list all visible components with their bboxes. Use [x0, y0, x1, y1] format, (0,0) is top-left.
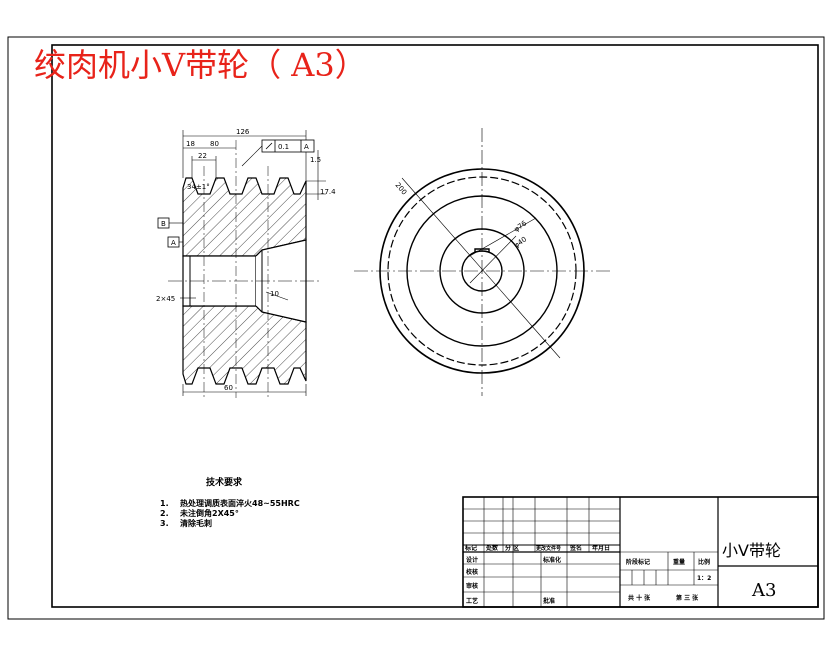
dim-pitch-80: 80 — [210, 140, 219, 148]
dim-pitch-18: 18 — [186, 140, 195, 148]
datum-markers: B A — [157, 217, 183, 248]
dim-outer-dia: 200 — [393, 181, 408, 196]
tb-row-design: 设计 — [466, 556, 478, 564]
dim-chamfer: 2×45 — [156, 295, 175, 303]
dim-groove-top: 1.5 — [310, 156, 321, 164]
note-1-text: 热处理调质表面淬火48~55HRC — [180, 498, 300, 508]
tb-label-date: 年月日 — [592, 544, 610, 552]
dim-mid-dia: φ76 — [513, 219, 529, 234]
tb-label-change-doc: 更改文件号 — [536, 545, 561, 552]
title-block — [462, 496, 819, 608]
note-1-num: 1. — [160, 499, 169, 508]
technical-notes: 技术要求 1. 热处理调质表面淬火48~55HRC 2. 未注倒角2X45° 3… — [160, 476, 300, 528]
tb-part-name: 小V带轮 — [722, 541, 781, 560]
dim-bore-taper: 10 — [270, 290, 279, 298]
tb-scale-label: 比例 — [698, 558, 710, 566]
note-3-num: 3. — [160, 519, 169, 528]
tb-label-zone: 分 区 — [505, 544, 519, 552]
tb-scale-value: 1：2 — [697, 575, 711, 582]
runout-tolerance-frame: 0.1 A — [261, 139, 315, 153]
section-dimensions — [180, 130, 326, 396]
tb-row-review: 审核 — [466, 582, 478, 590]
tb-sheet-size: A3 — [751, 580, 776, 601]
runout-value: 0.1 — [278, 143, 289, 151]
datum-a-label: A — [171, 239, 176, 247]
drawing-title: 绞肉机小V带轮（ A3） — [34, 46, 367, 84]
tb-stage-label: 阶段标记 — [626, 558, 650, 566]
tb-standardize: 标准化 — [542, 556, 561, 564]
tb-label-mark: 标记 — [464, 544, 477, 552]
tb-row-process: 工艺 — [466, 597, 478, 605]
dim-hub-width: 60 — [224, 384, 233, 392]
runout-datum: A — [304, 143, 309, 151]
section-view — [168, 140, 322, 398]
notes-heading: 技术要求 — [206, 476, 243, 488]
tb-row-check: 校核 — [466, 568, 478, 576]
front-view — [354, 128, 610, 396]
tb-label-count: 处数 — [485, 544, 499, 552]
inner-frame — [51, 44, 819, 608]
dim-groove-angle: 34±1° — [187, 183, 210, 191]
dim-groove-depth: 17.4 — [320, 188, 336, 196]
tb-sheet-number: 第 三 张 — [675, 594, 699, 602]
outer-frame — [7, 36, 825, 620]
tb-approve: 批准 — [543, 597, 555, 605]
title-block-text: 标记 处数 分 区 更改文件号 签名 年月日 设计 校核 审核 工艺 标准化 批… — [464, 541, 781, 605]
tb-weight-label: 重量 — [673, 558, 685, 566]
dim-overall-width: 126 — [236, 128, 250, 136]
datum-b-label: B — [161, 220, 166, 228]
tb-label-sign: 签名 — [569, 544, 582, 552]
tb-total-sheets: 共 十 张 — [628, 594, 651, 602]
note-3-text: 清除毛刺 — [180, 518, 212, 528]
note-2-num: 2. — [160, 509, 169, 518]
dim-groove-22: 22 — [198, 152, 207, 160]
note-2-text: 未注倒角2X45° — [179, 508, 239, 518]
